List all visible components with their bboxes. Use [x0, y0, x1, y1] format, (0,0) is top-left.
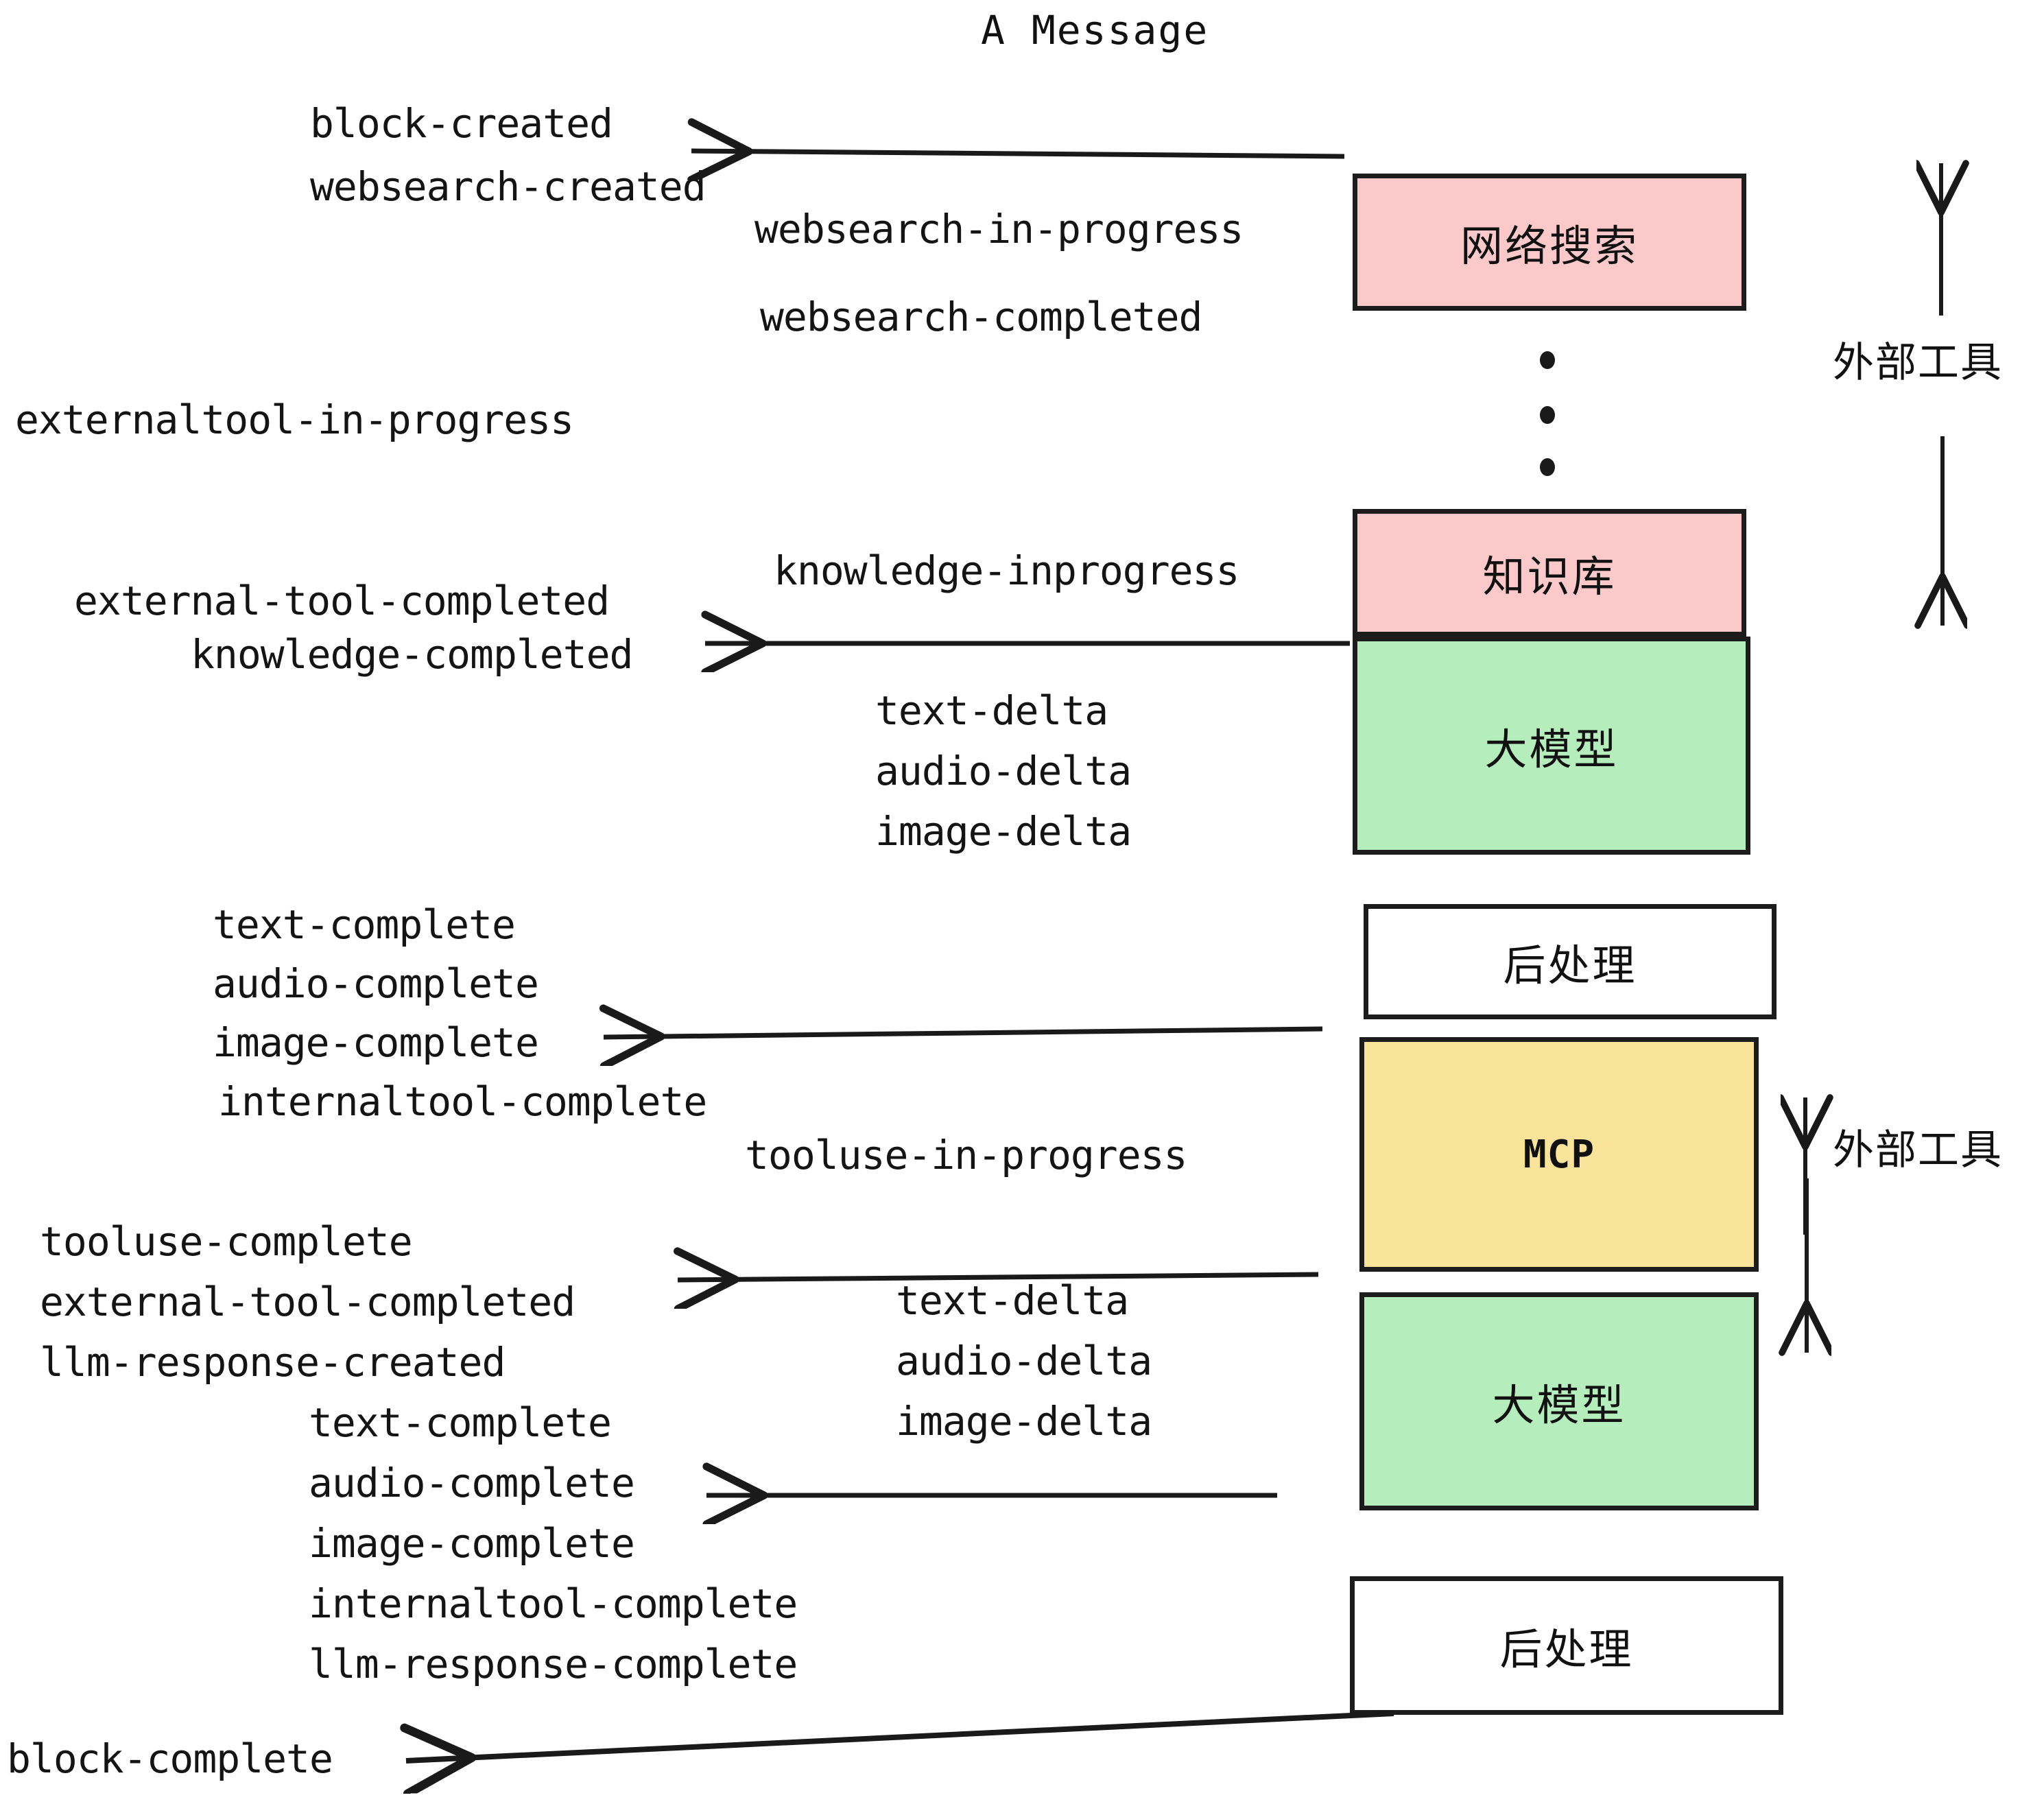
box-postprocess-1-label: 后处理	[1503, 940, 1637, 990]
event-external-tool-completed-1: external-tool-completed	[74, 578, 610, 624]
box-postprocess-2[interactable]: 后处理	[1350, 1576, 1783, 1715]
event-externaltool-in-progress: externaltool-in-progress	[15, 396, 574, 443]
event-image-delta-2: image-delta	[896, 1398, 1152, 1445]
event-knowledge-completed: knowledge-completed	[191, 631, 633, 678]
box-postprocess-2-label: 后处理	[1499, 1624, 1634, 1674]
arrow-postprocess2-to-blockcomplete	[406, 1711, 1394, 1761]
arrow-postprocess-to-imagecomplete	[604, 1029, 1323, 1037]
event-audio-delta-2: audio-delta	[896, 1338, 1152, 1384]
event-audio-complete-1: audio-complete	[213, 960, 539, 1007]
box-websearch-label: 网络搜索	[1460, 221, 1639, 271]
event-tooluse-in-progress: tooluse-in-progress	[745, 1132, 1187, 1178]
event-llm-response-created: llm-response-created	[40, 1339, 506, 1386]
arrow-websearch-to-blockcreated	[691, 151, 1345, 156]
box-mcp[interactable]: MCP	[1359, 1037, 1759, 1272]
event-image-complete-2: image-complete	[309, 1520, 635, 1567]
event-tooluse-complete: tooluse-complete	[40, 1218, 413, 1265]
ellipsis-dot	[1540, 458, 1555, 476]
event-llm-response-complete: llm-response-complete	[309, 1641, 798, 1687]
event-image-complete-1: image-complete	[213, 1019, 539, 1066]
box-knowledge-label: 知识库	[1482, 551, 1617, 602]
external-tool-label-top: 外部工具	[1833, 339, 2003, 387]
box-llm-2[interactable]: 大模型	[1359, 1292, 1759, 1510]
box-websearch[interactable]: 网络搜索	[1353, 174, 1746, 311]
event-internaltool-complete-2: internaltool-complete	[309, 1580, 798, 1627]
event-text-complete-2: text-complete	[309, 1399, 612, 1446]
event-audio-complete-2: audio-complete	[309, 1460, 635, 1506]
box-knowledge[interactable]: 知识库	[1353, 509, 1746, 637]
external-tool-label-bottom: 外部工具	[1833, 1126, 2003, 1174]
box-llm-2-label: 大模型	[1492, 1380, 1626, 1430]
box-postprocess-1[interactable]: 后处理	[1364, 904, 1776, 1019]
event-knowledge-inprogress: knowledge-inprogress	[774, 547, 1239, 594]
event-block-complete: block-complete	[7, 1735, 333, 1782]
event-text-delta-1: text-delta	[875, 687, 1108, 734]
event-websearch-created: websearch-created	[310, 163, 706, 210]
event-external-tool-completed-2: external-tool-completed	[40, 1279, 575, 1325]
event-websearch-completed: websearch-completed	[760, 294, 1202, 340]
event-image-delta-1: image-delta	[875, 808, 1132, 855]
event-internaltool-complete-1: internaltool-complete	[218, 1078, 707, 1125]
ellipsis-dot	[1540, 351, 1555, 369]
page-title: A Message	[981, 7, 1209, 54]
event-text-delta-2: text-delta	[896, 1277, 1129, 1324]
event-block-created: block-created	[310, 100, 613, 147]
ellipsis-dot	[1540, 406, 1555, 424]
box-llm-1-label: 大模型	[1484, 724, 1619, 774]
box-mcp-label: MCP	[1523, 1132, 1595, 1177]
event-websearch-in-progress: websearch-in-progress	[754, 206, 1244, 252]
event-audio-delta-1: audio-delta	[875, 748, 1132, 794]
box-llm-1[interactable]: 大模型	[1353, 637, 1750, 855]
event-text-complete-1: text-complete	[213, 901, 516, 948]
